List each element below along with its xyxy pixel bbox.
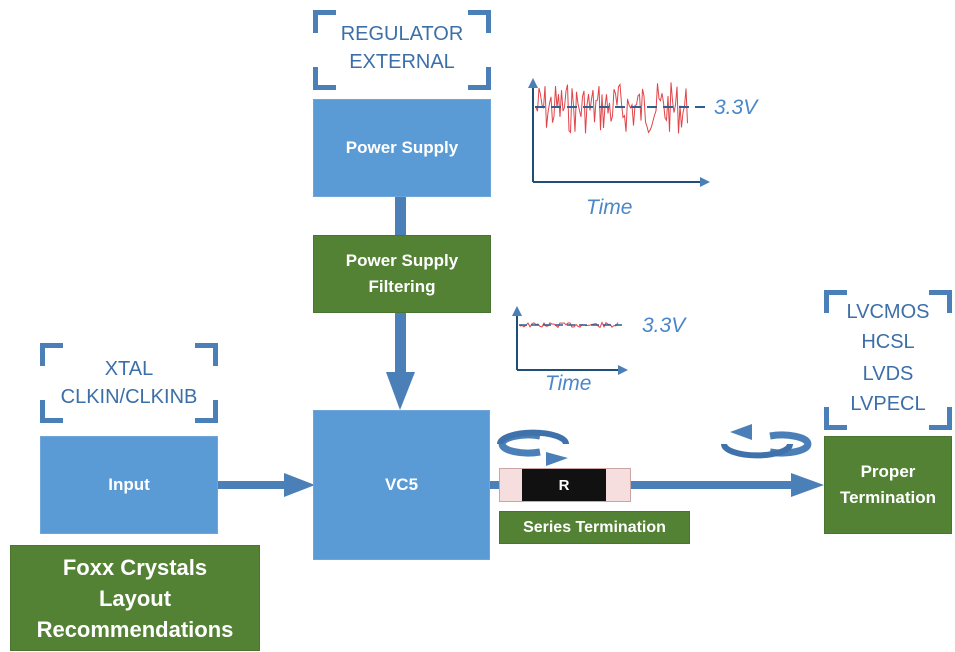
power-supply-box: Power Supply [313, 99, 491, 197]
external-label: EXTERNAL [349, 51, 455, 73]
filtered-time-label: Time [545, 372, 592, 395]
link-vc5-to-resistor [490, 481, 500, 489]
output-lvds: LVDS [862, 363, 914, 385]
arrow-input-to-vc5-head [284, 473, 315, 497]
series-resistor: R [499, 468, 631, 502]
output-hcsl: HCSL [861, 331, 915, 353]
reflection-arrow-left [497, 429, 569, 466]
series-termination-label: Series Termination [523, 518, 666, 536]
noisy-voltage-label: 3.3V [714, 96, 758, 119]
regulator-external-bracket: REGULATOR EXTERNAL [313, 10, 491, 90]
arrow-resistor-to-termination-head [791, 473, 824, 497]
regulator-label: REGULATOR [340, 23, 464, 45]
noisy-supply-graph [528, 78, 710, 187]
arrow-filter-to-vc5-head [386, 372, 415, 410]
xtal-clkin-bracket: XTAL CLKIN/CLKINB [40, 343, 218, 423]
filtering-label-line1: Power Supply [345, 251, 459, 270]
connector-power-to-filter [395, 197, 406, 235]
reflection-arrow-right [721, 424, 812, 459]
series-termination-label-box: Series Termination [499, 511, 690, 544]
noisy-time-label: Time [586, 196, 633, 219]
arrow-filter-to-vc5-shaft [395, 313, 406, 375]
title-line2: Layout [98, 585, 172, 611]
clkin-label: CLKIN/CLKINB [60, 386, 198, 408]
xtal-label: XTAL [104, 358, 154, 380]
filtered-voltage-label: 3.3V [642, 314, 686, 337]
vc5-box: VC5 [313, 410, 490, 560]
noise-trace [535, 82, 688, 134]
title-box: Foxx Crystals Layout Recommendations [10, 545, 260, 651]
power-supply-filtering-box: Power Supply Filtering [313, 235, 491, 313]
title-line1: Foxx Crystals [62, 554, 208, 580]
filtered-supply-graph [512, 306, 628, 375]
filtering-label-line2: Filtering [368, 277, 436, 296]
arrow-resistor-to-termination-shaft [630, 481, 793, 489]
proper-termination-line1: Proper [860, 462, 916, 481]
title-line3: Recommendations [36, 616, 234, 642]
input-label: Input [108, 475, 150, 494]
output-standards-bracket: LVCMOS HCSL LVDS LVPECL [824, 290, 952, 430]
resistor-label: R [558, 476, 570, 494]
output-lvpecl: LVPECL [850, 393, 926, 415]
input-box: Input [40, 436, 218, 534]
proper-termination-box: Proper Termination [824, 436, 952, 534]
proper-termination-line2: Termination [839, 488, 937, 507]
vc5-label: VC5 [384, 475, 419, 494]
output-lvcmos: LVCMOS [846, 301, 930, 323]
resistor-body: R [522, 469, 606, 501]
power-supply-label: Power Supply [345, 138, 459, 157]
arrow-input-to-vc5-shaft [218, 481, 286, 489]
